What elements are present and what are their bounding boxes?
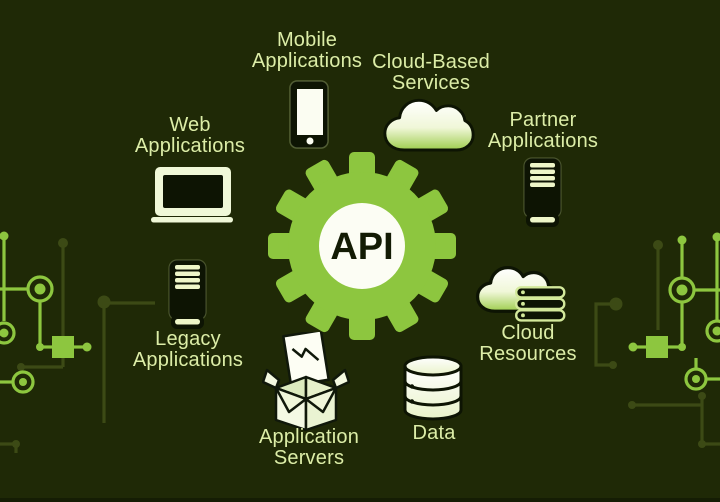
node-label-line1: Web <box>169 114 211 136</box>
server-tower-icon <box>168 259 207 329</box>
node-label-line1: Data <box>412 422 456 444</box>
cloud-database-icon <box>475 266 566 322</box>
cloud-icon <box>383 98 475 152</box>
node-label-line1: Partner <box>509 109 577 131</box>
node-label-line2: Resources <box>479 343 577 365</box>
node-mobile-applications-label: Mobile Applications <box>252 30 362 72</box>
node-application-servers-label: Application Servers <box>259 427 359 469</box>
database-icon <box>403 355 463 421</box>
bottom-edge-strip <box>0 498 720 502</box>
node-label-line1: Mobile <box>276 29 338 51</box>
node-partner-applications-label: Partner Applications <box>488 110 598 152</box>
node-label-line2: Applications <box>487 130 599 152</box>
node-label-line2: Applications <box>134 135 246 157</box>
open-box-icon <box>262 332 350 432</box>
node-label-line1: Application <box>258 426 360 448</box>
node-label-line2: Servers <box>273 447 345 469</box>
node-data-label: Data <box>412 423 455 444</box>
node-cloud-resources-label: Cloud Resources <box>479 323 576 365</box>
node-label-line2: Services <box>391 72 471 94</box>
node-label-line1: Legacy <box>155 328 221 350</box>
gear-icon: API <box>268 152 456 340</box>
node-label-line2: Applications <box>132 349 244 371</box>
node-label-line2: Applications <box>251 50 363 72</box>
node-cloud-based-services-label: Cloud-Based Services <box>372 52 490 94</box>
smartphone-icon <box>289 80 329 149</box>
node-label-line1: Cloud-Based <box>372 51 490 73</box>
node-label-line1: Cloud <box>501 322 555 344</box>
server-tower-icon <box>523 157 562 227</box>
node-web-applications-label: Web Applications <box>135 115 245 157</box>
laptop-icon <box>151 167 233 223</box>
node-legacy-applications-label: Legacy Applications <box>133 329 243 371</box>
api-label: API <box>330 226 393 268</box>
